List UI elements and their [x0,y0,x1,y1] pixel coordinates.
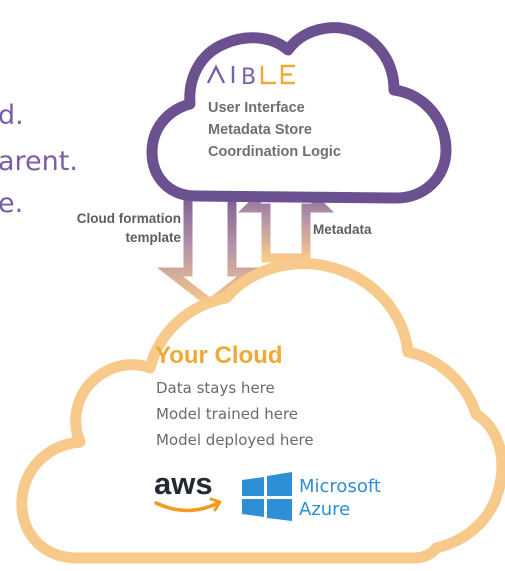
cloud-formation-label-line-2: template [125,230,181,245]
your-cloud-shape [16,258,505,564]
your-cloud-title: Your Cloud [155,342,283,369]
aible-logo-e-icon [280,64,295,85]
aible-logo-l-icon [260,66,276,85]
aws-smile-icon [154,501,220,513]
microsoft-logo-text: Microsoft [299,476,381,497]
background-text-line-2: arent. [0,146,78,177]
metadata-label: Metadata [313,222,372,237]
aible-cloud-line-3: Coordination Logic [208,144,341,160]
aible-logo-lambda-icon [206,64,226,84]
background-text: d. arent. e. [0,100,78,219]
microsoft-azure-logo: Microsoft Azure [242,472,381,521]
aws-arrow-icon [209,497,222,512]
aws-logo-text: aws [154,466,213,501]
azure-logo-text: Azure [299,499,350,520]
background-text-line-3: e. [0,188,23,219]
background-text-line-1: d. [0,100,24,131]
aible-cloud-shape [146,22,452,204]
your-cloud-line-1: Data stays here [156,379,275,397]
aible-cloud-line-1: User Interface [208,100,305,116]
aible-cloud-line-2: Metadata Store [208,122,312,138]
your-cloud-line-2: Model trained here [156,405,298,423]
aws-logo: aws [154,466,222,513]
cloud-formation-label-line-1: Cloud formation [77,211,181,226]
aible-logo: B [206,64,295,90]
your-cloud-line-3: Model deployed here [156,431,314,449]
aible-logo-text: B [241,65,259,90]
windows-icon [242,472,292,521]
